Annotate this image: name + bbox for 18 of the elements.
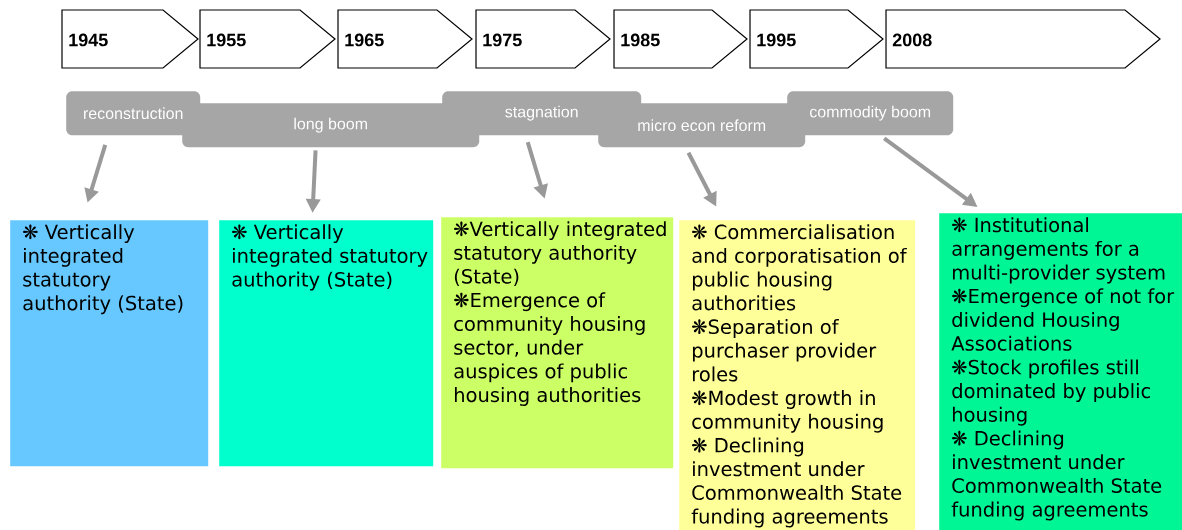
- node-label: stagnation: [505, 105, 578, 121]
- year-tab: 1995: [749, 9, 884, 69]
- year-tab: 1975: [475, 9, 611, 69]
- text-box: ❋ Commercialisation and corporatisation of public housing authorities ❋Separation of purchaser provider roles ❋Modest growth in community housing ❋ Declining investment under Commonwealth State funding agreements: [679, 220, 916, 530]
- year-tab: 1965: [337, 9, 473, 69]
- period-band: reconstruction: [66, 91, 201, 136]
- period-band: commodity boom: [787, 91, 954, 136]
- node-label: reconstruction: [84, 107, 183, 120]
- year-tab: 1945: [61, 9, 199, 69]
- text-box: ❋ Vertically integrated statutory authority (State): [219, 220, 434, 467]
- text-box: ❋ Vertically integrated statutory authority (State): [10, 220, 209, 467]
- year-tab: 1985: [613, 9, 748, 69]
- text-box: ❋ Institutional arrangements for a multi-provider system ❋Emergence of not for dividend Housing Associations ❋Stock profiles still dominated by public housing ❋ Declining investment under Commonwealth State funding agreements: [939, 213, 1182, 530]
- text-box: ❋Vertically integrated statutory authority (State) ❋Emergence of community housing sector, under auspices of public housing authorities: [441, 217, 674, 469]
- node-label: commodity boom: [809, 105, 931, 121]
- period-band: micro econ reform: [598, 103, 806, 148]
- node-label: long boom: [294, 117, 367, 133]
- year-tab: 1955: [199, 9, 336, 69]
